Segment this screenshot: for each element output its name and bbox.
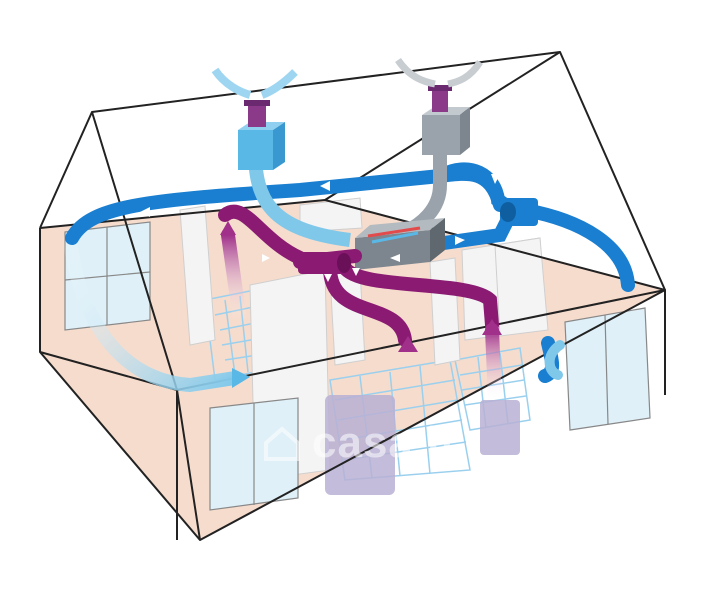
exhaust-outlet-icon [395,57,483,155]
left-room-airflow [63,233,242,393]
house-logo-icon [264,426,300,461]
right-door [564,307,651,431]
appliance-right [480,400,520,455]
airflow-arrow-icon [232,368,250,388]
extract-manifold [298,252,351,274]
extract-air-ducts-faded [221,228,502,412]
extract-air-ducts [218,204,499,347]
airflow-arrow-icon [140,174,500,245]
airflow-arrow-icon [220,221,502,352]
distribution-box-icon [500,198,538,226]
fresh-air-intake-icon [211,67,298,170]
interior-walls [179,197,549,481]
heat-recovery-unit-icon [355,218,445,270]
watermark: casa.it [262,418,456,468]
watermark-text: casa.it [312,418,456,467]
front-door [209,397,299,511]
right-room-airflow [544,340,565,380]
airflow-arrow-icon [262,254,400,282]
appliance-left [325,395,395,495]
